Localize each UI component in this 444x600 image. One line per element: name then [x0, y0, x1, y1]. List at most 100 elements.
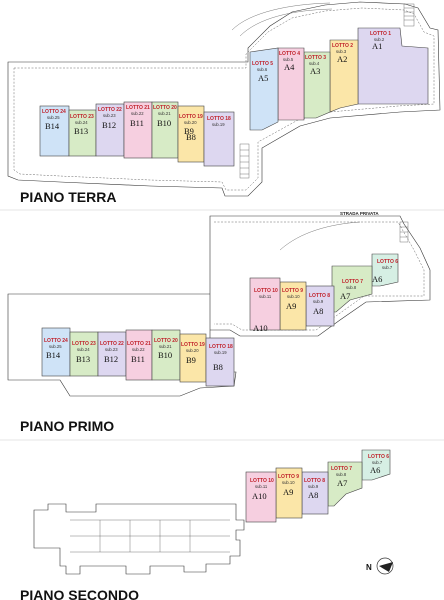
lot-s-a10-sub: sub.11 — [255, 484, 268, 489]
lot-p-b9-lotto: LOTTO 19 — [181, 342, 205, 348]
lot-t-a4-code: A4 — [284, 62, 295, 72]
lot-p-b13-code: B13 — [76, 354, 90, 364]
lot-p-b8[interactable]: LOTTO 18 sub.19 B8 — [205, 337, 235, 387]
lot-t-b11-code: B11 — [130, 118, 144, 128]
floor-piano-secondo: LOTTO 6 sub.7 A6 LOTTO 7 sub.8 A7 LOTTO … — [20, 449, 394, 600]
lot-t-b9-sub: sub.20 — [184, 120, 197, 125]
lot-p-a8[interactable]: LOTTO 8 sub.9 A8 — [305, 285, 335, 327]
lot-s-a7-lotto: LOTTO 7 — [331, 466, 352, 472]
lot-t-a4-sub: sub.5 — [283, 57, 294, 62]
lot-p-b8-code: B8 — [213, 362, 223, 372]
lot-p-b11-sub: sub.22 — [132, 347, 145, 352]
lot-p-a6[interactable]: LOTTO 6 sub.7 A6 — [371, 253, 399, 287]
lot-s-a9-lotto: LOTTO 9 — [278, 474, 299, 480]
lot-p-a8-sub: sub.9 — [313, 299, 324, 304]
lot-s-a8-code: A8 — [308, 490, 318, 500]
lot-p-b12[interactable]: LOTTO 22 sub.23 B12 — [97, 331, 127, 377]
lot-p-b11-lotto: LOTTO 21 — [127, 341, 151, 347]
lot-p-b11[interactable]: LOTTO 21 sub.22 B11 — [125, 329, 153, 381]
stair-top-right-terra — [403, 3, 415, 27]
lot-p-a6-lotto: LOTTO 6 — [377, 259, 398, 265]
lot-t-b12[interactable]: LOTTO 22 sub.23 B12 — [95, 103, 125, 157]
floor-piano-terra: LOTTO 1 sub.2 A1 LOTTO 2 sub.3 A2 LOTTO … — [7, 1, 441, 205]
lot-t-a5[interactable]: LOTTO 5 sub.6 A5 — [249, 47, 279, 131]
lot-p-b9-sub: sub.20 — [186, 348, 199, 353]
lot-t-a1[interactable]: LOTTO 1 sub.2 A1 — [357, 27, 429, 105]
lot-p-a7[interactable]: LOTTO 7 sub.8 A7 — [331, 265, 373, 313]
lot-s-a6-code: A6 — [370, 465, 380, 475]
lot-p-a6-sub: sub.7 — [382, 265, 393, 270]
lot-p-a10[interactable]: LOTTO 10 sub.11 A10 — [249, 277, 281, 333]
lot-t-b12-code: B12 — [102, 120, 116, 130]
lot-t-b10-sub: sub.21 — [158, 111, 171, 116]
lot-p-a9-sub: sub.10 — [287, 294, 300, 299]
lot-t-b11-lotto: LOTTO 21 — [126, 105, 150, 111]
lot-t-b14[interactable]: LOTTO 24 sub.25 B14 — [39, 105, 70, 157]
lot-p-b13[interactable]: LOTTO 23 sub.24 B13 — [69, 331, 99, 377]
floor-title-primo: PIANO PRIMO — [20, 418, 114, 434]
lot-s-a7-code: A7 — [337, 478, 347, 488]
lot-s-a9-code: A9 — [283, 487, 293, 497]
compass-ring-icon — [376, 557, 394, 575]
lot-t-a1-sub: sub.2 — [374, 37, 385, 42]
lot-s-a9[interactable]: LOTTO 9 sub.10 A9 — [275, 467, 303, 519]
lot-t-b13[interactable]: LOTTO 23 sub.24 B13 — [68, 109, 97, 157]
lot-t-a3-lotto: LOTTO 3 — [305, 55, 326, 61]
lot-p-b14-lotto: LOTTO 24 — [44, 338, 68, 344]
stair-lower-terra — [239, 143, 250, 179]
lot-s-a10-lotto: LOTTO 10 — [250, 478, 274, 484]
lot-p-b9-code: B9 — [186, 355, 196, 365]
lot-p-b10-sub: sub.21 — [159, 344, 172, 349]
floor-title-secondo: PIANO SECONDO — [20, 587, 139, 600]
lot-t-b11[interactable]: LOTTO 21 sub.22 B11 — [123, 101, 153, 159]
lot-p-a10-sub: sub.11 — [259, 294, 272, 299]
lot-s-a8[interactable]: LOTTO 8 sub.9 A8 — [301, 471, 329, 515]
lot-p-b14-sub: sub.25 — [49, 344, 62, 349]
lot-p-b9[interactable]: LOTTO 19 sub.20 B9 — [179, 333, 207, 383]
lot-t-b8-code: B8 — [186, 132, 196, 142]
lot-t-b10-code: B10 — [157, 118, 171, 128]
lot-t-a5-sub: sub.6 — [257, 67, 268, 72]
lot-p-b13-lotto: LOTTO 23 — [72, 341, 96, 347]
boundary-dashed-terra — [13, 7, 435, 191]
lot-t-b13-code: B13 — [74, 126, 88, 136]
lot-s-a8-sub: sub.9 — [308, 484, 319, 489]
road-curve-terra — [231, 2, 331, 31]
lot-t-b10-lotto: LOTTO 20 — [153, 105, 177, 111]
lot-p-a10-lotto: LOTTO 10 — [254, 288, 278, 294]
lot-t-b14-sub: sub.25 — [47, 115, 60, 120]
lot-t-a3-code: A3 — [310, 66, 320, 76]
lot-t-a4[interactable]: LOTTO 4 sub.5 A4 — [277, 47, 305, 121]
road-curve-inner-terra — [239, 8, 333, 37]
lot-p-a9[interactable]: LOTTO 9 sub.10 A9 — [279, 281, 307, 331]
lot-s-a7[interactable]: LOTTO 7 sub.8 A7 — [327, 461, 363, 507]
lot-t-a4-lotto: LOTTO 4 — [279, 51, 300, 57]
lot-p-b8-lotto: LOTTO 18 — [209, 344, 233, 350]
lot-t-a2[interactable]: LOTTO 2 sub.3 A2 — [329, 39, 359, 113]
lot-s-a10[interactable]: LOTTO 10 sub.11 A10 — [245, 471, 277, 523]
lot-p-b13-sub: sub.24 — [77, 347, 90, 352]
lot-t-b8-sub: sub.19 — [212, 122, 225, 127]
lot-p-b12-code: B12 — [104, 354, 118, 364]
lot-p-b10[interactable]: LOTTO 20 sub.21 B10 — [151, 329, 181, 381]
lot-p-b12-sub: sub.23 — [105, 347, 118, 352]
lot-s-a7-sub: sub.8 — [336, 472, 347, 477]
lot-t-b10[interactable]: LOTTO 20 sub.21 B10 — [151, 101, 179, 159]
lot-t-b9-lotto: LOTTO 19 — [179, 114, 203, 120]
lot-t-a3-sub: sub.4 — [309, 61, 320, 66]
lot-s-a6[interactable]: LOTTO 6 sub.7 A6 — [361, 449, 391, 481]
lot-p-b14[interactable]: LOTTO 24 sub.25 B14 — [41, 327, 71, 377]
lot-s-a10-code: A10 — [252, 491, 267, 501]
lot-t-b9[interactable]: LOTTO 19 sub.20 B9 — [177, 105, 205, 163]
compass-label: N — [366, 563, 372, 572]
lot-t-a3[interactable]: LOTTO 3 sub.4 A3 — [303, 51, 331, 119]
lot-p-b8-sub: sub.19 — [214, 350, 227, 355]
lot-t-b12-sub: sub.23 — [103, 113, 116, 118]
lot-p-b10-code: B10 — [158, 350, 172, 360]
lot-p-a7-sub: sub.8 — [346, 285, 357, 290]
lot-t-b8[interactable]: LOTTO 18 sub.19 B8 — [186, 111, 235, 167]
lot-p-b12-lotto: LOTTO 22 — [100, 341, 124, 347]
road-curve-primo — [279, 221, 361, 251]
floor-piano-primo: STRADA PRIVATA LOTTO 6 sub.7 A6 LOTTO 7 … — [7, 211, 431, 434]
